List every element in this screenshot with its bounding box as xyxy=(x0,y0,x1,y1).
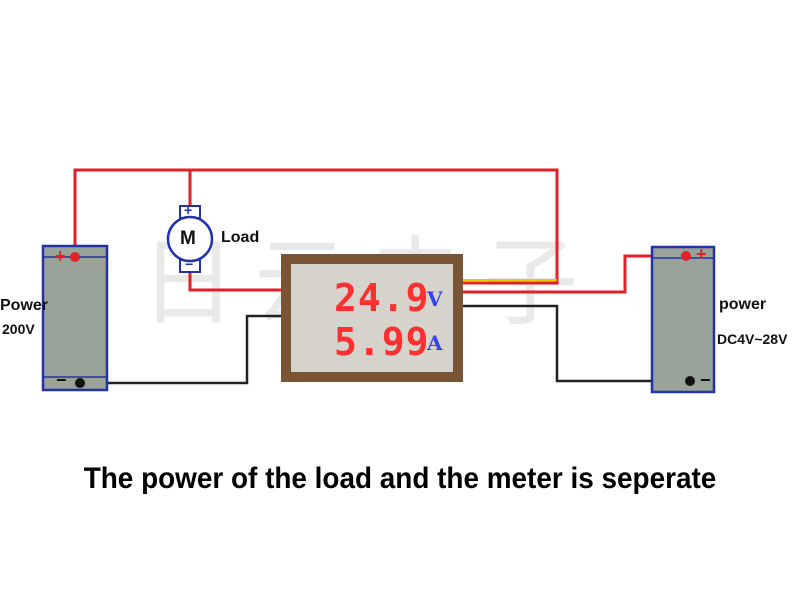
meter-screen xyxy=(291,264,453,372)
diagram-caption: The power of the load and the meter is s… xyxy=(83,462,717,495)
left-power-label: Power xyxy=(0,297,49,314)
load-label: Load xyxy=(221,229,260,246)
left-battery-minus-terminal xyxy=(75,378,85,388)
meter-current-unit: A xyxy=(427,331,443,355)
motor-icon xyxy=(166,215,214,263)
meter-current-reading: 5.99 xyxy=(334,320,430,364)
meter-voltage-reading: 24.9 xyxy=(334,276,430,320)
right-battery-minus-terminal xyxy=(685,376,695,386)
right-power-voltage: DC4V~28V xyxy=(717,331,788,347)
right-battery-minus-sign: − xyxy=(700,370,711,390)
motor-minus-sign: − xyxy=(185,256,194,272)
black-wire-right xyxy=(462,304,690,383)
left-power-voltage: 200V xyxy=(2,321,35,337)
right-power-label: power xyxy=(719,296,767,313)
right-battery-plus-terminal xyxy=(681,251,691,261)
left-battery-plus-sign: + xyxy=(55,246,66,266)
motor-symbol: M xyxy=(180,228,196,249)
red-wire-top xyxy=(73,168,559,285)
meter-voltage-unit: V xyxy=(427,287,443,311)
black-wire-left xyxy=(80,314,283,385)
motor-plus-sign: + xyxy=(184,202,193,218)
left-battery xyxy=(41,244,109,392)
left-battery-plus-terminal xyxy=(70,252,80,262)
right-battery-plus-sign: + xyxy=(696,244,707,264)
left-battery-minus-sign: − xyxy=(56,370,67,390)
red-wire-motor-meter xyxy=(188,272,283,292)
right-battery xyxy=(650,245,716,394)
